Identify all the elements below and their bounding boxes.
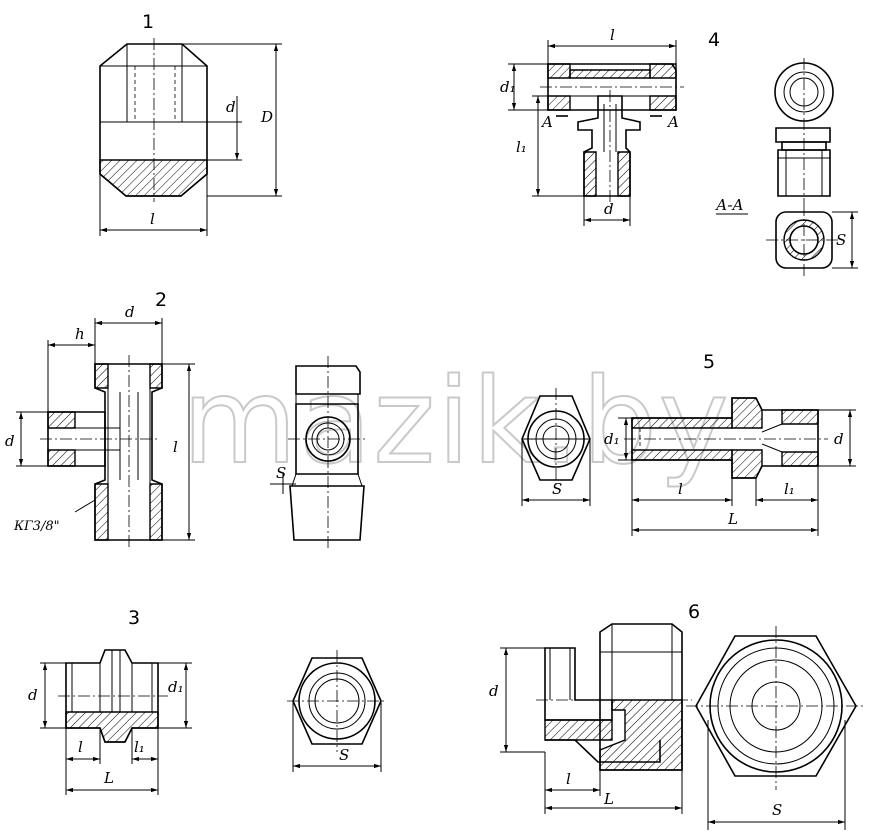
figure-3-number: 3: [128, 607, 140, 629]
fig5-L-label: L: [727, 510, 738, 528]
figure-3-nipple: 3 d d₁ l l₁ L S: [28, 607, 387, 795]
figure-1-plug: 1 d D l: [99, 11, 282, 236]
fig4-A-right-label: A: [666, 113, 679, 131]
fig2-s-label: S: [276, 464, 286, 482]
fig1-D-label: D: [260, 108, 273, 126]
figure-1-number: 1: [142, 11, 154, 33]
fig3-s-label: S: [339, 746, 349, 764]
fig5-s-label: S: [552, 480, 562, 498]
figure-6-union-nut: 6 d l L S: [489, 601, 866, 830]
fig2-thread-label: КГ3/8": [13, 519, 60, 534]
fig3-l1-label: l₁: [134, 738, 145, 756]
fig3-l-label: l: [78, 738, 83, 756]
fig4-d-label: d: [604, 200, 614, 218]
fig4-A-left-label: A: [540, 113, 553, 131]
fig5-l1-label: l₁: [784, 480, 795, 498]
figure-5-number: 5: [703, 351, 715, 373]
fig3-L-label: L: [103, 769, 114, 787]
fig2-d-top-label: d: [125, 303, 135, 321]
figure-4-tee-union: 4 A A l d₁ l₁: [500, 26, 858, 276]
fig2-d-left-label: d: [5, 432, 15, 450]
fig4-d1-label: d₁: [500, 78, 516, 96]
fig1-d-label: d: [226, 98, 236, 116]
fig4-s-label: S: [836, 231, 846, 249]
fig6-d-label: d: [489, 682, 499, 700]
fig6-s-label: S: [772, 801, 782, 819]
fig6-L-label: L: [603, 790, 614, 808]
fig3-d1-label: d₁: [168, 678, 184, 696]
fig5-l-label: l: [678, 480, 683, 498]
figure-5-union: 5 S d₁ d l: [521, 351, 856, 536]
figure-2-tee: 2 d h d l КГ3/8": [5, 289, 368, 548]
fig1-l-label: l: [150, 210, 155, 228]
figure-4-number: 4: [708, 29, 720, 51]
fig2-h-label: h: [75, 325, 85, 343]
fig5-d1-label: d₁: [604, 430, 620, 448]
fig6-l-label: l: [566, 770, 571, 788]
fig5-d-label: d: [834, 430, 844, 448]
fig4-l-label: l: [610, 26, 615, 44]
fig2-l-label: l: [173, 438, 178, 456]
figure-6-number: 6: [688, 601, 700, 623]
fig3-d-label: d: [28, 686, 38, 704]
fig4-l1-label: l₁: [516, 138, 527, 156]
figure-2-number: 2: [155, 289, 167, 311]
fig4-section-label: А-А: [715, 196, 744, 214]
